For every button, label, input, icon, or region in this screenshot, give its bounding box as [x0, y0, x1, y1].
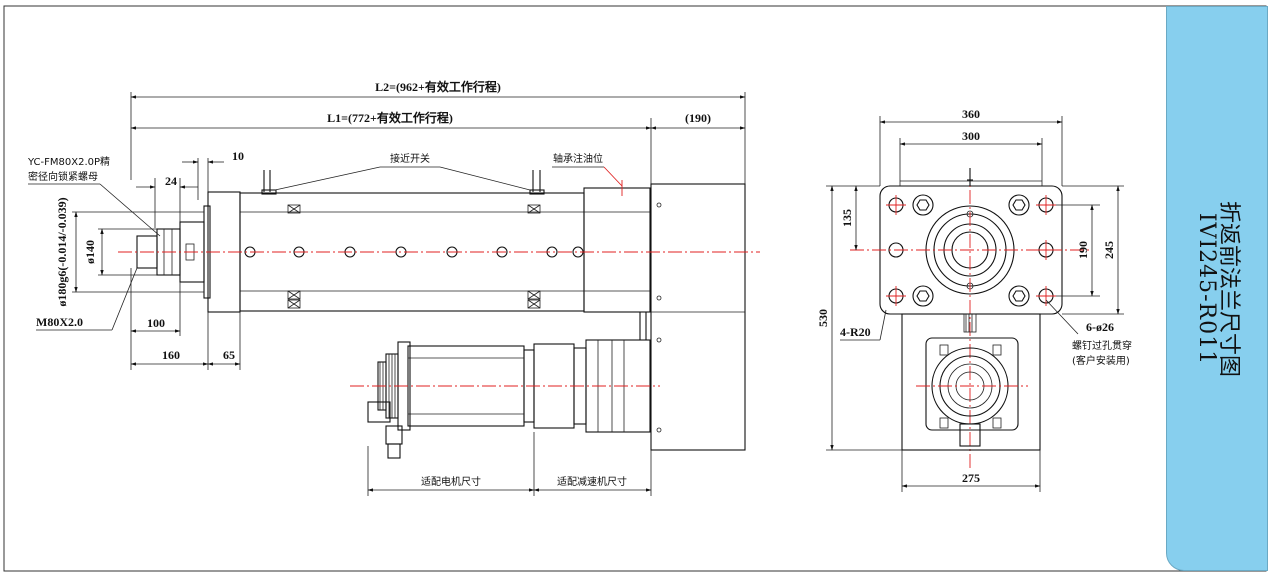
- end-view: 360 300 135 530 190 245 4-R20 6-ø26 螺钉过孔…: [816, 107, 1132, 492]
- width-360-label: 360: [962, 107, 980, 121]
- gap-10-label: 10: [232, 149, 244, 163]
- width-275-label: 275: [962, 471, 980, 485]
- holes-note-line1: 螺钉过孔贯穿: [1072, 339, 1132, 352]
- nut-note-line1: YC-FM80X2.0P精: [27, 155, 110, 168]
- len-160-label: 160: [162, 348, 180, 362]
- width-24-label: 24: [165, 174, 177, 188]
- motor-end-length-label: (190): [685, 111, 711, 125]
- model-number: IVI245-R011: [1194, 212, 1220, 365]
- motor-size-label: 适配电机尺寸: [421, 475, 481, 488]
- servo-motor: [350, 312, 660, 459]
- holes-label: 6-ø26: [1086, 320, 1114, 334]
- title-block: 折返前法兰尺寸图 IVI245-R011: [1166, 6, 1268, 571]
- height-135-label: 135: [840, 209, 854, 227]
- nut-note-line2: 密径向锁紧螺母: [28, 170, 98, 183]
- width-300-label: 300: [962, 129, 980, 143]
- radius-label: 4-R20: [840, 325, 871, 339]
- height-245-label: 245: [1102, 241, 1116, 259]
- bearing-oil-label: 轴承注油位: [553, 152, 603, 165]
- reducer-size-label: 适配减速机尺寸: [557, 475, 627, 488]
- title-panel: [1166, 6, 1268, 571]
- overall-length-label: L2=(962+有效工作行程): [375, 79, 501, 94]
- drawing-title: 折返前法兰尺寸图: [1216, 200, 1242, 377]
- dia-140-label: ø140: [83, 240, 97, 264]
- dia-180-label: ø180g6(-0.014/-0.039): [55, 197, 69, 306]
- holes-note-line2: (客户安装用): [1072, 354, 1130, 367]
- height-530-label: 530: [816, 309, 830, 327]
- len-100-label: 100: [147, 316, 165, 330]
- thread-label: M80X2.0: [36, 315, 83, 329]
- len-65-label: 65: [223, 348, 235, 362]
- stroke-length-label: L1=(772+有效工作行程): [327, 110, 453, 125]
- side-view: L2=(962+有效工作行程) L1=(772+有效工作行程) (190) 10…: [27, 79, 760, 496]
- proximity-switch-label: 接近开关: [390, 152, 430, 165]
- height-190-label: 190: [1076, 241, 1090, 259]
